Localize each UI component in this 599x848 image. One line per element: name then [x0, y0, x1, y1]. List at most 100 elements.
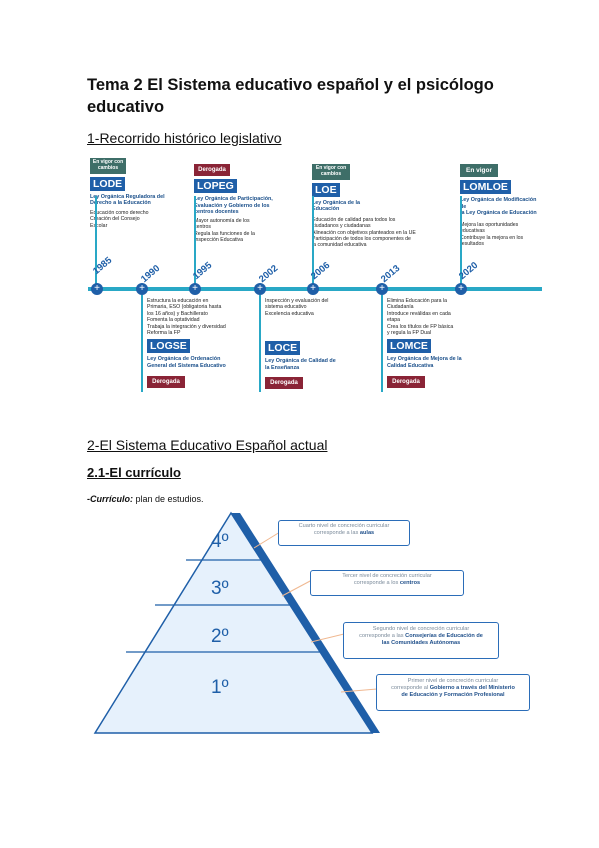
law-fullname: Ley Orgánica de la [312, 199, 360, 206]
level-text-bold: Gobierno a través del Ministerio [429, 685, 515, 691]
pyramid-level-label: 4º [211, 531, 229, 552]
status-badge: En vigor [460, 164, 498, 177]
pyramid-level-label: 3º [211, 578, 229, 599]
point: Introduce reválidas en cada [387, 310, 451, 317]
status-badge: Derogada [147, 375, 185, 388]
law-fullname: Derecho a la Educación [90, 200, 151, 207]
timeline-figure: En vigor con cambios LODE Ley Orgánica R… [88, 158, 544, 408]
point: sistema educativo [265, 304, 307, 311]
point: Inspección Educativa [194, 237, 244, 243]
level-text: Primer nivel de concreción curricular [407, 678, 499, 684]
section-heading-1: 1-Recorrido histórico legislativo [87, 130, 282, 146]
point: etapa [387, 317, 400, 324]
law-name: LODE [90, 176, 126, 191]
section-heading-2-1: 2.1-El currículo [87, 465, 181, 480]
level-text: Tercer nivel de concreción curricular [342, 573, 432, 579]
level-description-1: Primer nivel de concreción curricular co… [376, 674, 530, 711]
law-name: LOE [312, 182, 340, 197]
law-fullname: Educación [312, 206, 340, 213]
level-description-3: Tercer nivel de concreción curricular co… [310, 570, 464, 596]
point: la comunidad educativa [312, 242, 367, 249]
point: y regula la FP Dual [387, 330, 432, 337]
timeline-event-1985: En vigor con cambios LODE Ley Orgánica R… [90, 158, 165, 229]
law-fullname: Ley Orgánica de Ordenación [147, 356, 221, 363]
timeline-node: + [189, 283, 201, 295]
connector [312, 196, 314, 287]
law-fullname: centros docentes [194, 209, 239, 216]
point: Mejora las oportunidades [460, 221, 519, 228]
point: Regula las funciones de la [194, 230, 255, 237]
point: los 16 años) y Bachillerato [147, 310, 208, 317]
law-fullname: la Ley Orgánica de Educación [460, 210, 537, 217]
timeline-node: + [91, 283, 103, 295]
law-fullname: General del Sistema Educativo [147, 363, 226, 370]
law-fullname: Ley Orgánica de Mejora de la [387, 356, 462, 363]
point: Educación como derecho [90, 209, 149, 216]
timeline-node: + [254, 283, 266, 295]
law-name: LOMLOE [460, 180, 511, 194]
timeline-event-2020: En vigor LOMLOE Ley Orgánica de Modifica… [460, 164, 544, 247]
point: Reforma la FP [147, 330, 181, 337]
point: Escolar [90, 222, 108, 229]
curriculo-definition: -Currículo: plan de estudios. [87, 494, 204, 504]
point: Excelencia educativa [265, 310, 314, 317]
law-fullname: Ley Orgánica de Modificación de [460, 197, 537, 210]
law-name: LOCE [265, 341, 301, 356]
point: Mayor autonomía de los [194, 217, 250, 224]
point: Participación de todos los componentes d… [312, 236, 411, 242]
level-text: corresponde al [391, 685, 430, 691]
law-fullname: Ley Orgánica Reguladora del [90, 193, 165, 200]
law-fullname: la Enseñanza [265, 364, 300, 371]
timeline-node: + [136, 283, 148, 295]
point: ciudadanos y ciudadanas [312, 223, 371, 230]
level-text: Cuarto nivel de concreción curricular [298, 523, 390, 529]
point: resultados [460, 241, 484, 247]
connector [460, 196, 462, 287]
pyramid-face [93, 511, 374, 734]
point: centros [194, 224, 212, 231]
point: Inspección y evaluación del [265, 298, 329, 304]
timeline-event-2006: En vigor con cambios LOE Ley Orgánica de… [312, 164, 416, 249]
level-description-2: Segundo nivel de concreción curricular c… [343, 622, 499, 659]
point: Creación del Consejo [90, 216, 140, 223]
law-fullname: Ley Orgánica de Calidad de [265, 358, 336, 365]
level-description-4: Cuarto nivel de concreción curricular co… [278, 520, 410, 546]
status-badge: Derogada [387, 375, 425, 388]
page-title: Tema 2 El Sistema educativo español y el… [87, 74, 494, 118]
status-badge: En vigor con cambios [312, 164, 350, 180]
level-text: corresponde a los [353, 580, 400, 586]
law-name: LOPEG [194, 179, 237, 193]
level-text-bold: Consejerías de Educación de [405, 633, 483, 639]
timeline-node: + [307, 283, 319, 295]
law-fullname: Calidad Educativa [387, 363, 434, 370]
law-name: LOMCE [387, 339, 431, 354]
point: Primaria, ESO (obligatoria hasta [147, 304, 222, 311]
pyramid-level-label: 2º [211, 626, 229, 647]
connector [340, 688, 378, 693]
point: Fomenta la optatividad [147, 317, 200, 324]
law-fullname: Evaluación y Gobierno de los [194, 202, 270, 209]
point: Ciudadanía [387, 304, 414, 311]
connector [253, 531, 281, 549]
law-name: LOGSE [147, 339, 190, 354]
status-badge: Derogada [265, 377, 303, 390]
level-text: corresponde a las [313, 530, 360, 536]
level-text-bold: centros [399, 580, 421, 586]
level-text-bold: de Educación y Formación Profesional [401, 692, 505, 698]
connector [141, 295, 143, 392]
point: Crea los títulos de FP básica [387, 323, 454, 330]
point: Trabaja la integración y diversidad [147, 323, 226, 330]
timeline-node: + [376, 283, 388, 295]
timeline-event-1995: Derogada LOPEG Ley Orgánica de Participa… [194, 164, 273, 243]
level-text: corresponde a las [359, 633, 406, 639]
section-heading-2: 2-El Sistema Educativo Español actual [87, 437, 328, 453]
point: Alineación con objetivos planteados en l… [312, 229, 416, 236]
point: Estructura la educación en [147, 298, 209, 304]
level-text-bold: aulas [359, 530, 375, 536]
level-text: Segundo nivel de concreción curricular [372, 626, 470, 632]
point: educativas [460, 228, 485, 235]
point: Educación de calidad para todos los [312, 216, 396, 223]
status-badge: Derogada [194, 164, 230, 176]
